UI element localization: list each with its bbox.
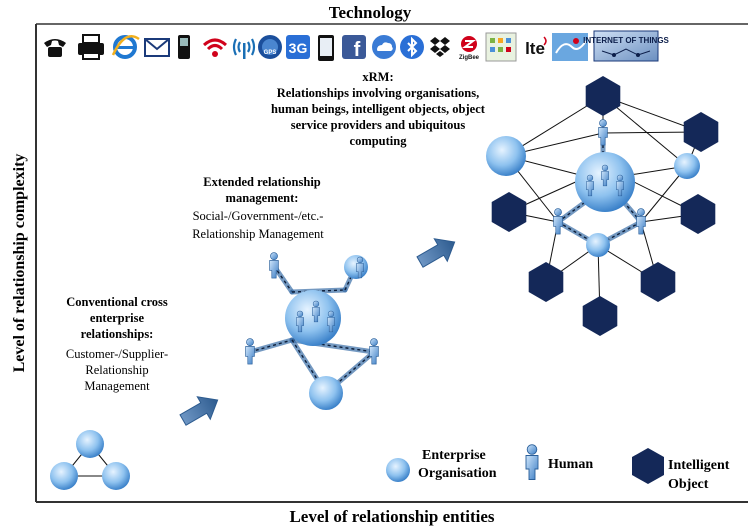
- xrm-network: [486, 76, 719, 336]
- legend: Enterprise Organisation Human Intelligen…: [386, 444, 730, 492]
- extended-human-bottom-right: [369, 338, 379, 365]
- xrm-object-7: [582, 296, 618, 336]
- xrm-human-center-right: [616, 174, 624, 197]
- legend-human-label: Human: [548, 457, 593, 472]
- radio-signal-icon: [232, 38, 256, 59]
- axes: [35, 23, 748, 503]
- map-icon: [552, 33, 588, 61]
- extended-description: Extended relationship management: Social…: [192, 175, 324, 241]
- mobile-phone-icon: [178, 35, 190, 59]
- 3g-icon: 3G: [286, 35, 310, 59]
- xrm-object-1: [585, 76, 621, 116]
- xrm-body-line-4: computing: [350, 134, 408, 148]
- facebook-icon-label: f: [354, 39, 361, 61]
- xrm-object-6: [640, 262, 676, 302]
- legend-organisation-line-2: Organisation: [418, 466, 497, 481]
- conventional-body-line-1: Customer-/Supplier-: [66, 347, 168, 361]
- extended-title-line-2: management:: [226, 191, 299, 205]
- conventional-body-line-2: Relationship: [85, 363, 148, 377]
- legend-human-figure: [525, 444, 539, 480]
- lte-icon-label: lte: [525, 39, 545, 58]
- xrm-human-outer-1: [598, 119, 608, 146]
- xrm-title: xRM:: [362, 70, 393, 84]
- smartphone-icon: [318, 35, 334, 61]
- transition-arrow-1: [179, 396, 219, 426]
- extended-human-top-right: [356, 256, 364, 279]
- extended-human-center-left: [296, 310, 304, 333]
- conventional-title-line-1: Conventional cross: [66, 295, 168, 309]
- sensor-grid-icon: [485, 32, 517, 62]
- zigbee-icon: ZigBee: [459, 36, 480, 61]
- gps-icon-label: GPS: [264, 50, 277, 56]
- conventional-org-right: [102, 462, 130, 490]
- extended-network: [245, 252, 379, 410]
- complexity-axis-label: Level of relationship complexity: [11, 154, 28, 373]
- extended-org-bottom: [309, 376, 343, 410]
- technology-icon-strip: GPS 3G f: [44, 30, 670, 62]
- conventional-body-line-3: Management: [84, 379, 150, 393]
- internet-of-things-icon: INTERNET OF THINGS: [583, 30, 670, 62]
- legend-organisation-line-1: Enterprise: [422, 448, 486, 463]
- xrm-object-4: [680, 194, 716, 234]
- conventional-org-left: [50, 462, 78, 490]
- legend-object-symbol: [632, 448, 664, 484]
- extended-org-top-right: [344, 255, 368, 279]
- extended-body-line-1: Social-/Government-/etc.-: [193, 209, 324, 223]
- legend-organisation-symbol: [386, 458, 410, 482]
- legend-object-line-1: Intelligent: [668, 458, 730, 473]
- xrm-org-outer-1: [486, 136, 526, 176]
- email-icon: [144, 38, 170, 57]
- xrm-description: xRM: Relationships involving organisatio…: [271, 70, 486, 148]
- iot-icon-label: INTERNET OF THINGS: [583, 36, 669, 45]
- technology-axis-label: Technology: [329, 3, 412, 22]
- transition-arrow-2: [416, 238, 456, 268]
- conventional-network: [50, 430, 130, 490]
- xrm-object-5: [528, 262, 564, 302]
- xrm-human-outer-2: [553, 208, 563, 235]
- dropbox-icon: [430, 37, 450, 57]
- telephone-icon: [44, 39, 66, 57]
- conventional-title-line-2: enterprise: [90, 311, 145, 325]
- entities-axis-label: Level of relationship entities: [289, 507, 494, 526]
- gps-icon: GPS: [258, 35, 282, 59]
- xrm-org-outer-2: [674, 153, 700, 179]
- lte-icon: lte: [525, 36, 547, 58]
- legend-object-line-2: Object: [668, 477, 709, 492]
- xrm-object-2: [683, 112, 719, 152]
- conventional-title-line-3: relationships:: [81, 327, 154, 341]
- xrm-body-line-3: service providers and ubiquitous: [291, 118, 466, 132]
- extended-human-top-left: [269, 252, 279, 279]
- bluetooth-icon: [400, 35, 424, 59]
- xrm-human-center-left: [586, 174, 594, 197]
- xrm-org-outer-3: [586, 233, 610, 257]
- xrm-human-center: [601, 164, 609, 187]
- wifi-icon: [202, 38, 228, 57]
- internet-explorer-icon: [111, 35, 140, 59]
- extended-title-line-1: Extended relationship: [203, 175, 321, 189]
- extended-human-center: [312, 300, 320, 323]
- xrm-object-3: [491, 192, 527, 232]
- 3g-icon-label: 3G: [289, 40, 308, 56]
- cloud-icon: [372, 35, 396, 59]
- xrm-human-outer-3: [636, 208, 646, 235]
- extended-body-line-2: Relationship Management: [192, 227, 324, 241]
- zigbee-icon-label: ZigBee: [459, 55, 480, 61]
- conventional-org-top: [76, 430, 104, 458]
- conventional-description: Conventional cross enterprise relationsh…: [66, 295, 168, 393]
- extended-human-bottom-left: [245, 338, 255, 365]
- xrm-body-line-1: Relationships involving organisations,: [277, 86, 479, 100]
- legend-human-symbol: [525, 444, 539, 480]
- xrm-body-line-2: human beings, intelligent objects, objec…: [271, 102, 486, 116]
- fax-icon: [78, 34, 104, 60]
- extended-human-center-right: [327, 310, 335, 333]
- facebook-icon: f: [342, 35, 366, 61]
